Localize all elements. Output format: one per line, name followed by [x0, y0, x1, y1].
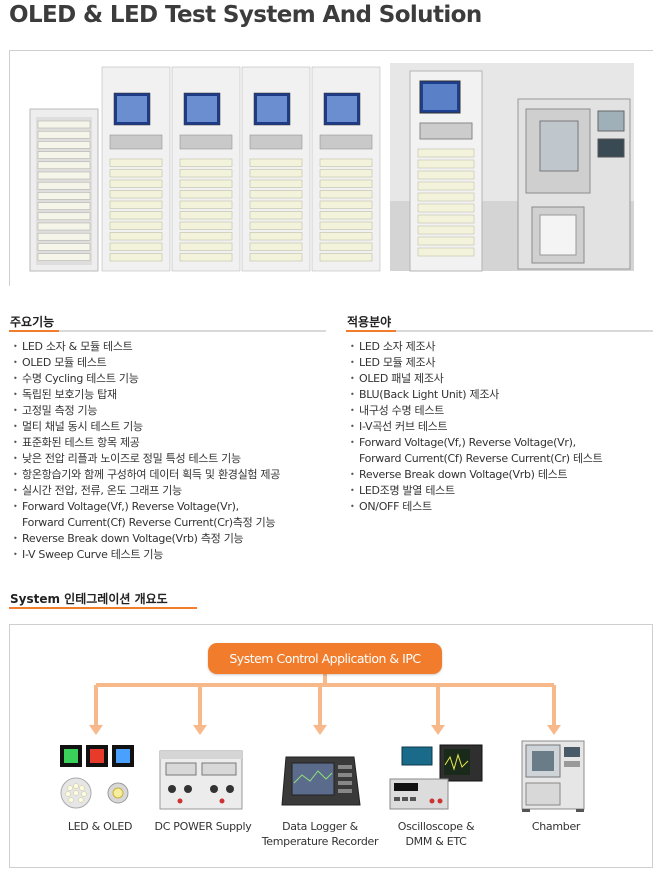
- list-item-text: Forward Voltage(Vf,) Reverse Voltage(Vr)…: [359, 436, 576, 449]
- list-item: 멀티 채널 동시 테스트 기능: [13, 419, 280, 435]
- list-item: Forward Voltage(Vf,) Reverse Voltage(Vr)…: [13, 499, 280, 531]
- device-label-line: Temperature Recorder: [261, 835, 379, 848]
- list-item-text: LED 소자 & 모듈 테스트: [22, 340, 133, 353]
- list-item-text: 표준화된 테스트 항목 제공: [22, 436, 140, 449]
- list-item: Reverse Break down Voltage(Vrb) 측정 기능: [13, 531, 280, 547]
- list-item: ON/OFF 테스트: [350, 499, 602, 515]
- dc-power-supply-image: [159, 750, 243, 810]
- list-item-text: LED 소자 제조사: [359, 340, 436, 353]
- list-item: 고정밀 측정 기능: [13, 403, 280, 419]
- list-item: I-V곡선 커브 테스트: [350, 419, 602, 435]
- list-item: BLU(Back Light Unit) 제조사: [350, 387, 602, 403]
- list-item-text: Forward Current(Cf) Reverse Current(Cr) …: [359, 452, 603, 465]
- list-item-text: 내구성 수명 테스트: [359, 404, 444, 417]
- list-item: 낮은 전압 리플과 노이즈로 정밀 특성 테스트 기능: [13, 451, 280, 467]
- system-control-application: System Control Application & IPC: [208, 643, 442, 674]
- list-item: LED 모듈 제조사: [350, 355, 602, 371]
- device-label-line: LED & OLED: [67, 820, 133, 833]
- led-oled-image: [60, 745, 134, 809]
- list-item-text: Reverse Break down Voltage(Vrb) 측정 기능: [22, 532, 244, 545]
- cabinet-racks: [101, 66, 381, 272]
- single-cabinet: [409, 70, 483, 272]
- integration-diagram: System Control Application & IPC: [9, 624, 653, 868]
- list-item: Reverse Break down Voltage(Vrb) 테스트: [350, 467, 602, 483]
- device-label-line: DC POWER Supply: [154, 820, 252, 833]
- main-features-rule: [9, 330, 326, 332]
- system-photo: [9, 50, 654, 287]
- chamber-image: [521, 740, 585, 812]
- list-item: LED 소자 제조사: [350, 339, 602, 355]
- applications-heading: 적용분야: [347, 315, 392, 329]
- list-item-text: ON/OFF 테스트: [359, 500, 432, 513]
- list-item: OLED 모듈 테스트: [13, 355, 280, 371]
- list-item-text: I-V Sweep Curve 테스트 기능: [22, 548, 164, 561]
- chamber-photo: [517, 98, 631, 270]
- list-item-text: 낮은 전압 리플과 노이즈로 정밀 특성 테스트 기능: [22, 452, 241, 465]
- device-label-chamber: Chamber: [518, 819, 594, 834]
- list-item-text: 고정밀 측정 기능: [22, 404, 98, 417]
- list-item-text: OLED 모듈 테스트: [22, 356, 107, 369]
- list-item: LED조명 발열 테스트: [350, 483, 602, 499]
- device-label-scope: Oscilloscope & DMM & ETC: [388, 819, 484, 849]
- list-item-text: 독립된 보호기능 탑재: [22, 388, 117, 401]
- list-item: 수명 Cycling 테스트 기능: [13, 371, 280, 387]
- list-item: 실시간 전압, 전류, 온도 그래프 기능: [13, 483, 280, 499]
- data-logger-image: [281, 756, 361, 806]
- connector-lines: [89, 674, 561, 735]
- device-label-power: DC POWER Supply: [148, 819, 258, 834]
- device-label-logger: Data Logger & Temperature Recorder: [256, 819, 384, 849]
- device-label-line: Chamber: [531, 820, 581, 833]
- applications-rule: [346, 330, 653, 332]
- integration-heading: System 인테그레이션 개요도: [10, 592, 168, 606]
- list-item: 독립된 보호기능 탑재: [13, 387, 280, 403]
- device-label-led: LED & OLED: [58, 819, 142, 834]
- list-item-text: 수명 Cycling 테스트 기능: [22, 372, 139, 385]
- page-title: OLED & LED Test System And Solution: [9, 2, 482, 28]
- list-item: 내구성 수명 테스트: [350, 403, 602, 419]
- list-item: 표준화된 테스트 항목 제공: [13, 435, 280, 451]
- device-label-line: Data Logger &: [282, 820, 358, 833]
- list-item: 항온항습기와 함께 구성하여 데이터 획득 및 환경실험 제공: [13, 467, 280, 483]
- list-item-text: BLU(Back Light Unit) 제조사: [359, 388, 499, 401]
- list-item-text: 멀티 채널 동시 테스트 기능: [22, 420, 143, 433]
- shelf-rack: [29, 108, 99, 272]
- list-item-text: OLED 패널 제조사: [359, 372, 444, 385]
- list-item: LED 소자 & 모듈 테스트: [13, 339, 280, 355]
- list-item-text: 항온항습기와 함께 구성하여 데이터 획득 및 환경실험 제공: [22, 468, 281, 481]
- list-item-text: Forward Voltage(Vf,) Reverse Voltage(Vr)…: [22, 500, 239, 513]
- device-label-line: Oscilloscope &: [397, 820, 475, 833]
- list-item-text: LED조명 발열 테스트: [359, 484, 455, 497]
- list-item-text: Reverse Break down Voltage(Vrb) 테스트: [359, 468, 568, 481]
- oscilloscope-dmm-image: [389, 744, 483, 810]
- main-features-list: LED 소자 & 모듈 테스트 OLED 모듈 테스트수명 Cycling 테스트…: [13, 339, 280, 563]
- list-item-text: Forward Current(Cf) Reverse Current(Cr)측…: [22, 516, 276, 529]
- system-photo-illustration: [10, 51, 654, 287]
- list-item: OLED 패널 제조사: [350, 371, 602, 387]
- list-item: I-V Sweep Curve 테스트 기능: [13, 547, 280, 563]
- list-item: Forward Voltage(Vf,) Reverse Voltage(Vr)…: [350, 435, 603, 467]
- main-features-heading: 주요기능: [10, 315, 55, 329]
- device-label-line: DMM & ETC: [405, 835, 467, 848]
- list-item-text: I-V곡선 커브 테스트: [359, 420, 448, 433]
- integration-rule: [9, 607, 653, 609]
- applications-list: LED 소자 제조사 LED 모듈 제조사 OLED 패널 제조사 BLU(Back …: [350, 339, 603, 515]
- list-item-text: LED 모듈 제조사: [359, 356, 436, 369]
- list-item-text: 실시간 전압, 전류, 온도 그래프 기능: [22, 484, 182, 497]
